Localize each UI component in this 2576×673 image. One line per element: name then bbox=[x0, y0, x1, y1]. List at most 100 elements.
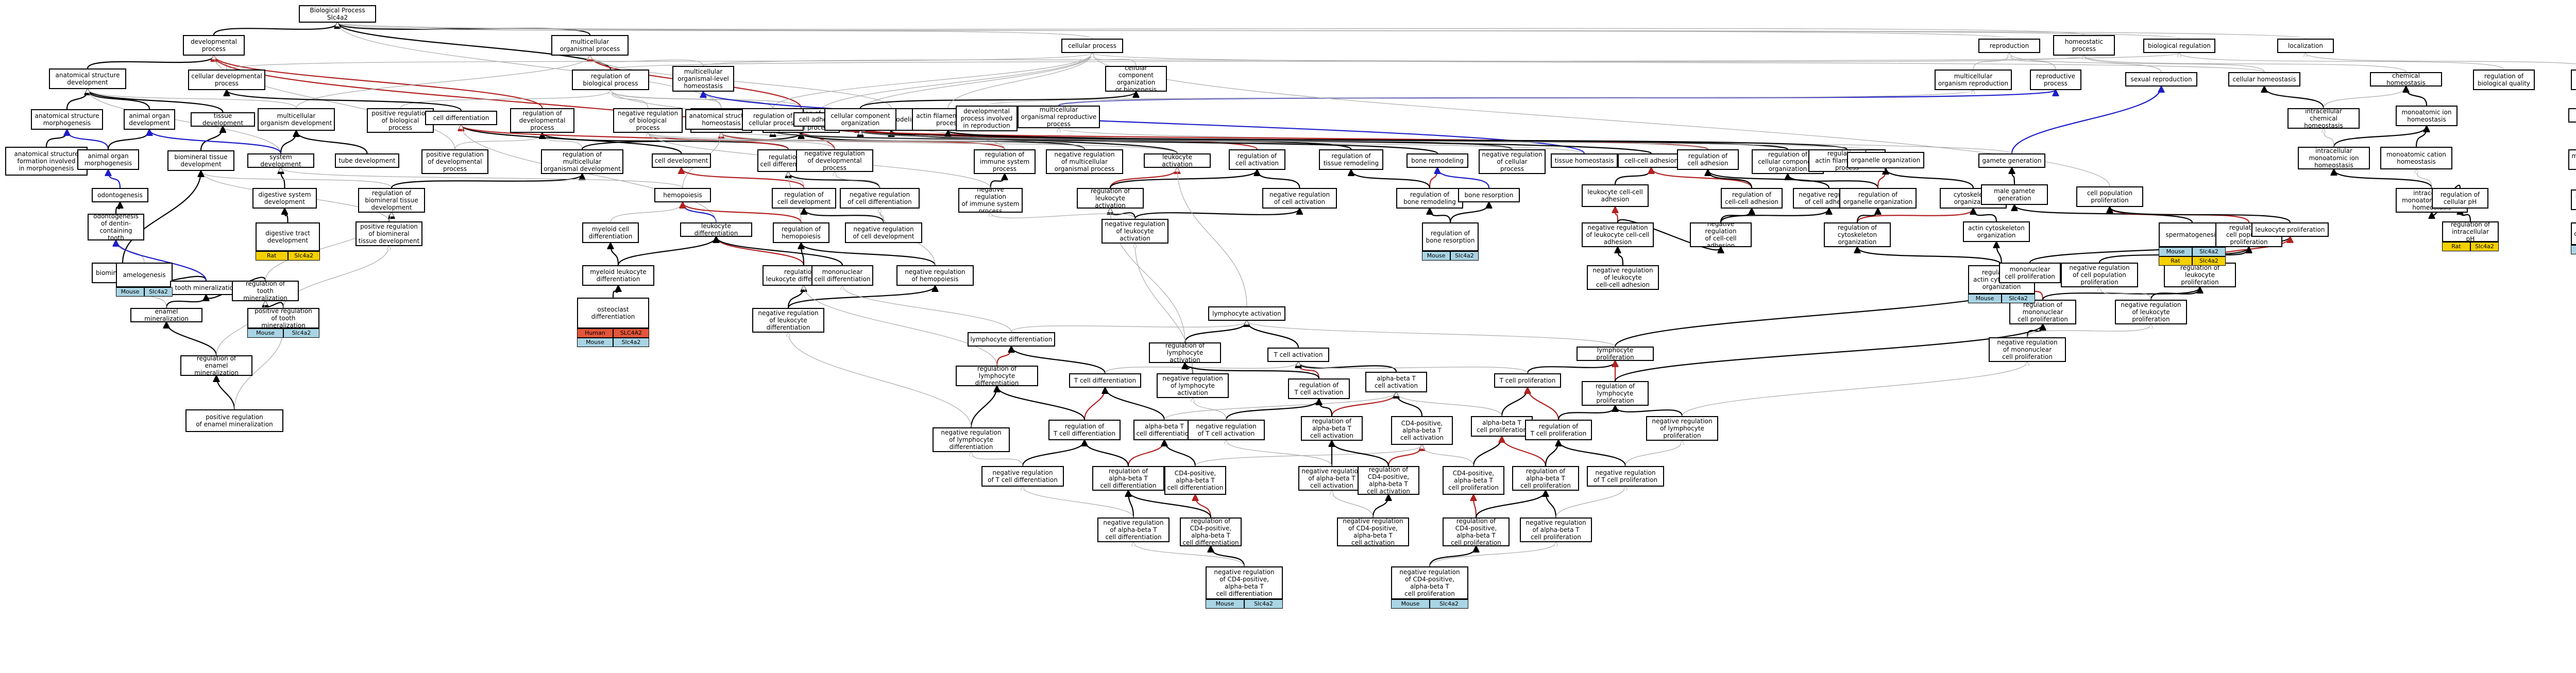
term-node-actincyto[interactable]: actin cytoskeleton organization bbox=[1963, 221, 2030, 242]
term-node-celldiff[interactable]: cell differentiation bbox=[425, 111, 497, 125]
term-node-abact[interactable]: alpha-beta T cell activation bbox=[1365, 372, 1427, 392]
term-node-negabprol[interactable]: negative regulation of alpha-beta T cell… bbox=[1520, 517, 1592, 542]
term-node-inorgtr[interactable]: inorganic anion transport bbox=[2571, 189, 2576, 210]
term-node-amelogen[interactable]: amelogenesis bbox=[116, 263, 173, 287]
term-node-reprop[interactable]: reproductive process bbox=[2030, 70, 2081, 90]
term-node-celldev[interactable]: cell development bbox=[652, 153, 711, 168]
term-node-digtract[interactable]: digestive tract development bbox=[256, 222, 320, 251]
term-node-negcd4act[interactable]: negative regulation of CD4-positive, alp… bbox=[1337, 517, 1409, 546]
term-node-digdev[interactable]: digestive system development bbox=[252, 188, 317, 209]
term-node-tissuedev[interactable]: tissue development bbox=[191, 112, 255, 127]
term-node-regtm[interactable]: regulation of tooth mineralization bbox=[232, 281, 299, 301]
term-node-regboneres[interactable]: regulation of bone resorption bbox=[1422, 222, 1479, 251]
term-node-cdp[interactable]: cellular developmental process bbox=[188, 70, 265, 90]
term-node-bioreg[interactable]: biological regulation bbox=[2143, 39, 2215, 53]
term-node-tprol[interactable]: T cell proliferation bbox=[1494, 373, 1561, 388]
term-node-cd4ab[interactable]: CD4-positive, alpha-beta T cell activati… bbox=[1391, 416, 1453, 445]
term-node-negccadh[interactable]: negative regulation of cell-cell adhesio… bbox=[1690, 222, 1752, 247]
term-node-negisp[interactable]: negative regulation of immune system pro… bbox=[958, 188, 1023, 213]
term-node-cp[interactable]: cellular process bbox=[1061, 39, 1123, 53]
term-node-regadh[interactable]: regulation of cell adhesion bbox=[1677, 149, 1739, 170]
term-node-cd4prol[interactable]: CD4-positive, alpha-beta T cell prolifer… bbox=[1443, 466, 1504, 495]
term-node-osteoclast[interactable]: osteoclast differentiation bbox=[577, 298, 649, 329]
term-node-cpp[interactable]: cell population proliferation bbox=[2076, 186, 2143, 207]
term-node-spermato[interactable]: spermatogenesis bbox=[2159, 222, 2226, 247]
term-node-regbone[interactable]: regulation of biomineral tissue developm… bbox=[358, 188, 425, 213]
term-node-negabdiff[interactable]: negative regulation of alpha-beta T cell… bbox=[1097, 517, 1170, 542]
term-node-mcorep[interactable]: multicellular organism reproduction bbox=[1935, 70, 2012, 90]
term-node-mihomeo[interactable]: monoatomic ion homeostasis bbox=[2396, 106, 2458, 126]
term-node-repro[interactable]: reproduction bbox=[1978, 39, 2040, 53]
term-node-negleukprol[interactable]: negative regulation of leukocyte prolife… bbox=[2115, 300, 2187, 324]
term-node-mcdiff[interactable]: mononuclear cell differentiation bbox=[811, 265, 873, 286]
term-node-homeo[interactable]: homeostatic process bbox=[2053, 35, 2115, 56]
term-node-lccadh[interactable]: leukocyte cell-cell adhesion bbox=[1582, 184, 1649, 207]
term-node-neglccadh[interactable]: negative regulation of leukocyte cell-ce… bbox=[1582, 222, 1654, 247]
term-node-boneres[interactable]: bone resorption bbox=[1458, 188, 1520, 202]
term-node-regccadh[interactable]: regulation of cell-cell adhesion bbox=[1721, 188, 1783, 209]
term-node-regbq[interactable]: regulation of biological quality bbox=[2473, 70, 2535, 90]
term-node-sexrep[interactable]: sexual reproduction bbox=[2125, 72, 2197, 87]
term-node-regtprol[interactable]: regulation of T cell proliferation bbox=[1525, 420, 1592, 440]
term-node-ichomeo[interactable]: intracellular chemical homeostasis bbox=[2287, 108, 2360, 129]
term-node-negtdiff[interactable]: negative regulation of T cell differenti… bbox=[981, 466, 1064, 487]
term-node-orgorg[interactable]: organelle organization bbox=[1847, 152, 1924, 168]
term-node-neglymphd[interactable]: negative regulation of lymphocyte differ… bbox=[933, 427, 1010, 452]
term-node-posem[interactable]: positive regulation of enamel mineraliza… bbox=[185, 409, 283, 432]
term-node-abprol[interactable]: alpha-beta T cell proliferation bbox=[1471, 416, 1533, 437]
term-node-myeloid[interactable]: myeloid cell differentiation bbox=[582, 222, 639, 243]
term-node-mchomeo[interactable]: monoatomic cation homeostasis bbox=[2380, 147, 2452, 169]
term-node-cellhomeo[interactable]: cellular homeostasis bbox=[2228, 72, 2300, 87]
term-node-tishomeo[interactable]: tissue homeostasis bbox=[1551, 153, 1618, 168]
term-node-regla2[interactable]: regulation of lymphocyte activation bbox=[1149, 342, 1221, 363]
term-node-regmcprol[interactable]: regulation of mononuclear cell prolifera… bbox=[2009, 300, 2076, 324]
term-node-regbp[interactable]: regulation of biological process bbox=[572, 70, 649, 90]
term-node-cd4diff[interactable]: CD4-positive, alpha-beta T cell differen… bbox=[1164, 466, 1226, 495]
term-node-regph[interactable]: regulation of cellular pH bbox=[2432, 188, 2488, 209]
term-node-regisp[interactable]: regulation of immune system process bbox=[974, 149, 1036, 174]
term-node-negmcprol[interactable]: negative regulation of mononuclear cell … bbox=[1989, 337, 2066, 362]
term-node-malegam[interactable]: male gamete generation bbox=[1981, 184, 2048, 205]
term-node-regabprol[interactable]: regulation of alpha-beta T cell prolifer… bbox=[1512, 466, 1579, 491]
term-node-negmco[interactable]: negative regulation of multicellular org… bbox=[1046, 149, 1123, 174]
term-node-icmihomeo[interactable]: intracellular monoatomic ion homeostasis bbox=[2298, 147, 2370, 169]
term-node-regtact[interactable]: regulation of T cell activation bbox=[1288, 378, 1350, 399]
term-node-regcp[interactable]: regulation of cellular process bbox=[742, 108, 804, 131]
term-node-bonedev[interactable]: biomineral tissue development bbox=[167, 150, 234, 171]
term-node-negla2[interactable]: negative regulation of lymphocyte activa… bbox=[1157, 373, 1229, 398]
term-node-negld[interactable]: negative regulation of leukocyte differe… bbox=[752, 308, 824, 333]
term-node-tact[interactable]: T cell activation bbox=[1267, 348, 1329, 362]
term-node-regdev[interactable]: regulation of developmental process bbox=[510, 108, 574, 133]
term-node-enamelmin[interactable]: enamel mineralization bbox=[130, 308, 202, 322]
term-node-neglprol[interactable]: negative regulation of lymphocyte prolif… bbox=[1646, 416, 1718, 441]
term-node-negcp[interactable]: negative regulation of cellular process bbox=[1479, 149, 1546, 174]
term-node-leukact[interactable]: leukocyte activation bbox=[1144, 153, 1211, 168]
term-node-postm[interactable]: positive regulation of tooth mineralizat… bbox=[247, 308, 319, 329]
term-node-regtdiff[interactable]: regulation of T cell differentiation bbox=[1048, 420, 1121, 440]
term-node-posdev[interactable]: positive regulation of biological proces… bbox=[367, 108, 434, 133]
term-node-mcod[interactable]: multicellular organism development bbox=[258, 108, 335, 131]
term-node-ccorg2[interactable]: cellular component organization bbox=[824, 108, 896, 131]
term-node-regcdev[interactable]: regulation of cell development bbox=[772, 188, 836, 209]
term-node-miontr[interactable]: monoatomic ion transport bbox=[2568, 149, 2576, 170]
term-node-negabact[interactable]: negative regulation of alpha-beta T cell… bbox=[1298, 466, 1365, 491]
term-node-aod[interactable]: animal organ development bbox=[124, 109, 175, 130]
term-node-ccorg[interactable]: cellular component organization or bioge… bbox=[1105, 66, 1167, 92]
term-node-negcd4prol[interactable]: negative regulation of CD4-positive, alp… bbox=[1391, 566, 1468, 599]
term-node-regcd4act[interactable]: regulation of CD4-positive, alpha-beta T… bbox=[1358, 466, 1419, 495]
term-node-abdiff[interactable]: alpha-beta T cell differentiation bbox=[1133, 420, 1195, 440]
term-node-tdiff[interactable]: T cell differentiation bbox=[1069, 373, 1141, 388]
term-node-lymphprol[interactable]: lymphocyte proliferation bbox=[1577, 347, 1654, 361]
term-node-negla[interactable]: negative regulation of leukocyte activat… bbox=[1101, 219, 1168, 244]
term-node-negbp[interactable]: negative regulation of biological proces… bbox=[613, 108, 683, 133]
term-node-transport[interactable]: transport bbox=[2568, 108, 2576, 123]
term-node-regla[interactable]: regulation of leukocyte activation bbox=[1077, 188, 1144, 209]
term-node-posdevp[interactable]: positive regulation of developmental pro… bbox=[421, 149, 488, 174]
term-node-myeloiddiff[interactable]: myeloid leukocyte differentiation bbox=[582, 265, 654, 286]
term-node-regabact[interactable]: regulation of alpha-beta T cell activati… bbox=[1301, 416, 1363, 441]
term-node-negtprol[interactable]: negative regulation of T cell proliferat… bbox=[1587, 466, 1664, 487]
term-node-negcpp[interactable]: negative regulation of cell population p… bbox=[2061, 263, 2138, 287]
term-node-regcd4diff[interactable]: regulation of CD4-positive, alpha-beta T… bbox=[1180, 517, 1242, 546]
term-node-regca[interactable]: regulation of cell activation bbox=[1229, 149, 1285, 170]
term-node-mcprol[interactable]: mononuclear cell proliferation bbox=[1999, 263, 2061, 283]
